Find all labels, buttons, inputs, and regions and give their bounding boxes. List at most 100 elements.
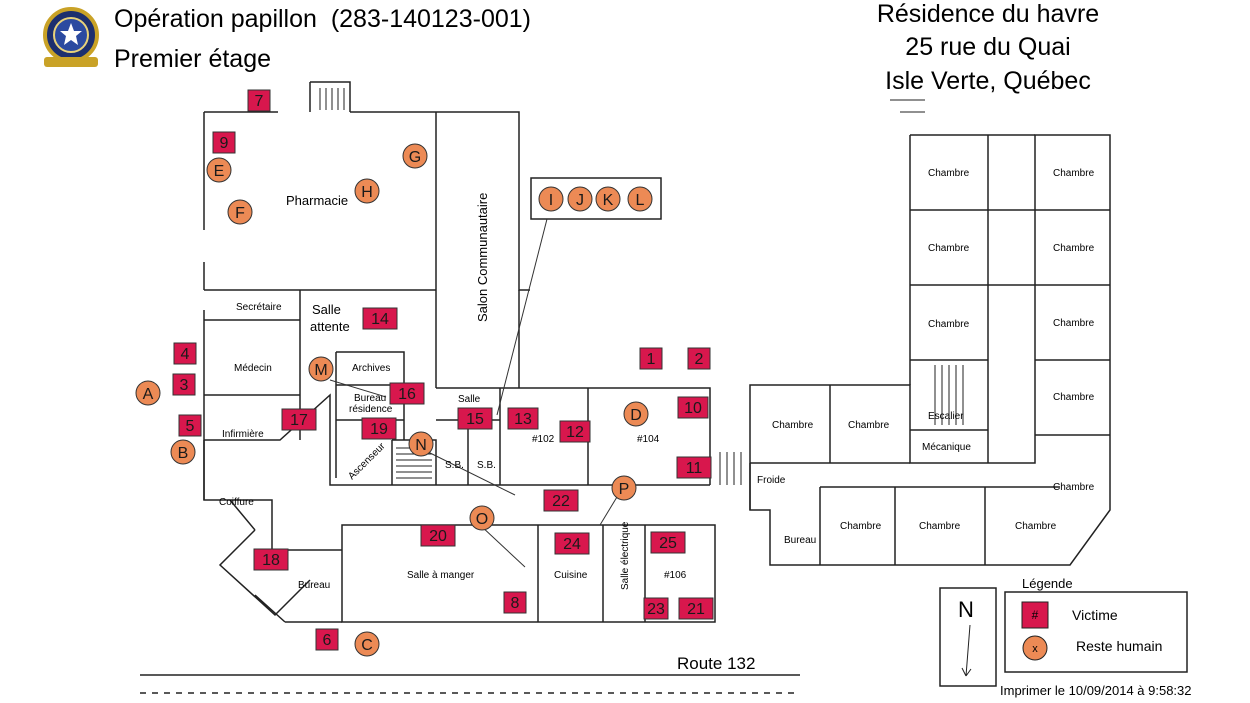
victim-number: 16 [398,386,416,403]
remains-marker [354,631,380,657]
remains-letter: H [361,184,373,201]
victim-marker [420,524,456,547]
remains-marker [567,186,593,212]
victim-number: 17 [290,412,308,429]
victim-marker [389,382,425,405]
room-sb2: S.B. [477,460,496,471]
victim-marker [247,89,271,112]
victim-marker [639,347,663,370]
victim-marker [687,347,711,370]
room-chambre: Chambre [840,521,882,532]
room-medecin: Médecin [234,363,272,374]
room-chambre: Chambre [1053,168,1095,179]
victim-marker [172,373,196,396]
remains-marker [469,505,495,531]
room-chambre: Chambre [928,243,970,254]
room-chambre: Chambre [772,420,814,431]
remains-letter: O [476,511,488,528]
room-sb1: S.B. [445,460,464,471]
room-froide: Froide [757,475,786,486]
remains-marker [227,199,253,225]
room-104: #104 [637,434,660,445]
victim-number: 23 [647,601,665,618]
room-chambre: Chambre [848,420,890,431]
room-bureau-sw: Bureau [298,580,330,591]
victim-marker [253,548,289,571]
room-salle-manger: Salle à manger [407,570,475,581]
victim-marker [559,420,591,443]
address-street: 25 rue du Quai [905,33,1071,61]
remains-letter: A [143,386,154,403]
victim-number: 2 [695,351,704,368]
victim-number: 8 [511,595,520,612]
print-timestamp: Imprimer le 10/09/2014 à 9:58:32 [1000,683,1192,698]
victim-marker [361,417,397,440]
room-106: #106 [664,570,687,581]
room-pharmacie: Pharmacie [286,193,348,208]
remains-marker [538,186,564,212]
room-secretaire: Secrétaire [236,302,282,313]
room-salon: Salon Communautaire [475,193,490,322]
remains-letter: J [576,192,584,209]
victim-marker [281,408,317,431]
room-bureau-residence-line1: Bureau [354,393,386,404]
remains-letter: L [636,192,645,209]
victim-number: 10 [684,400,702,417]
victim-marker [507,407,539,430]
room-chambre: Chambre [928,319,970,330]
remains-letter: P [619,481,630,498]
victim-marker [554,532,590,555]
remains-letter: K [603,192,614,209]
victim-marker [677,396,709,419]
victim-number: 12 [566,424,584,441]
victim-marker [643,597,669,620]
remains-letter: F [235,205,245,222]
legend-remains-swatch [1022,635,1048,661]
room-infirmiere: Infirmière [222,429,264,440]
victim-marker [173,342,197,365]
legend-victim-symbol: # [1032,608,1039,622]
room-salle-attente-line1: Salle [312,302,341,317]
victim-number: 14 [371,311,389,328]
remains-marker [611,475,637,501]
page-title: Opération papillon (283-140123-001) [114,4,531,34]
north-arrow-icon [961,624,972,677]
remains-letter: N [415,437,427,454]
north-label: N [958,597,974,622]
victim-number: 15 [466,411,484,428]
remains-letter: B [178,445,189,462]
operation-name: Opération papillon [114,5,317,33]
remains-marker [408,431,434,457]
room-chambre: Chambre [1015,521,1057,532]
room-chambre: Chambre [1053,318,1095,329]
remains-marker [627,186,653,212]
victim-marker [315,628,339,651]
remains-marker [206,157,232,183]
room-ascenseur: Ascenseur [346,440,388,482]
remains-letter: C [361,637,373,654]
wall-north [204,111,530,291]
address-name: Résidence du havre [876,0,1100,28]
victim-number: 6 [323,632,332,649]
room-chambre: Chambre [928,168,970,179]
callout-arrow [496,218,548,416]
victim-number: 13 [514,411,532,428]
remains-marker [623,401,649,427]
victim-marker [650,531,686,554]
room-archives: Archives [352,363,390,374]
remains-marker [308,356,334,382]
room-chambre: Chambre [1053,243,1095,254]
victim-number: 25 [659,535,677,552]
floor-label: Premier étage [114,45,272,73]
remains-letter: M [314,362,327,379]
remains-marker [354,178,380,204]
remains-marker [595,186,621,212]
victim-marker [212,131,236,154]
room-salle-electrique: Salle électrique [620,521,631,590]
remains-letter: D [630,407,642,424]
victim-number: 19 [370,421,388,438]
victim-number: 11 [686,460,703,477]
victim-marker [678,597,714,620]
